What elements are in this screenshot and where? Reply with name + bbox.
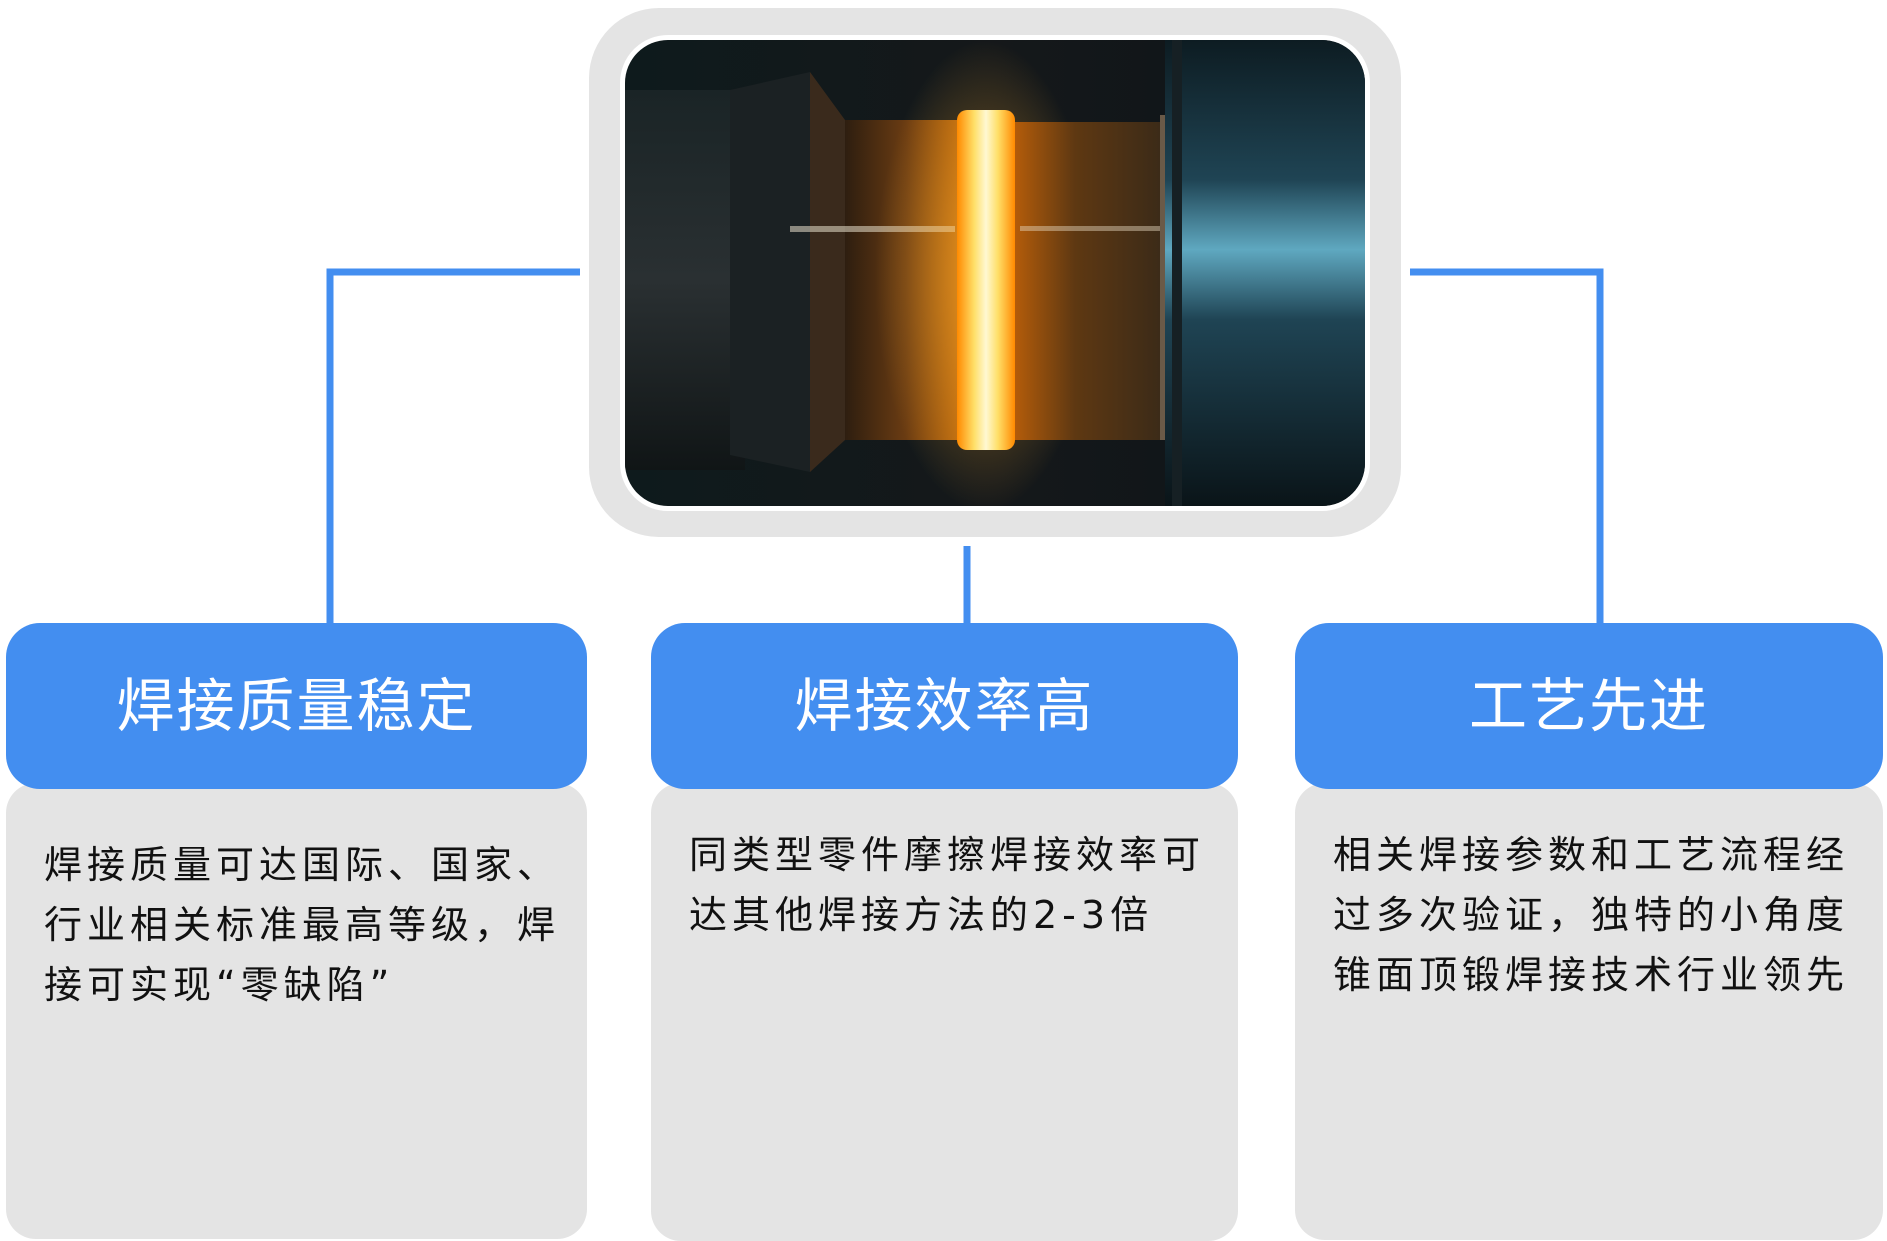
card-title: 工艺先进 — [1295, 623, 1883, 789]
card-title: 焊接质量稳定 — [6, 623, 587, 789]
connector-lines — [326, 268, 1604, 623]
card-body: 相关焊接参数和工艺流程经过多次验证，独特的小角度锥面顶锻焊接技术行业领先 — [1295, 783, 1883, 1240]
friction-welding-photo — [620, 35, 1370, 511]
photo-frame — [589, 8, 1401, 537]
card-title: 焊接效率高 — [651, 623, 1238, 789]
connector-right — [1410, 268, 1604, 623]
card-body: 同类型零件摩擦焊接效率可达其他焊接方法的2-3倍 — [651, 783, 1238, 1241]
card-description: 相关焊接参数和工艺流程经过多次验证，独特的小角度锥面顶锻焊接技术行业领先 — [1333, 833, 1850, 997]
card-body: 焊接质量可达国际、国家、行业相关标准最高等级，焊接可实现“零缺陷” — [6, 783, 587, 1239]
card-description: 同类型零件摩擦焊接效率可达其他焊接方法的2-3倍 — [689, 833, 1206, 937]
connector-left — [326, 268, 580, 623]
card-description: 焊接质量可达国际、国家、行业相关标准最高等级，焊接可实现“零缺陷” — [44, 843, 561, 1007]
